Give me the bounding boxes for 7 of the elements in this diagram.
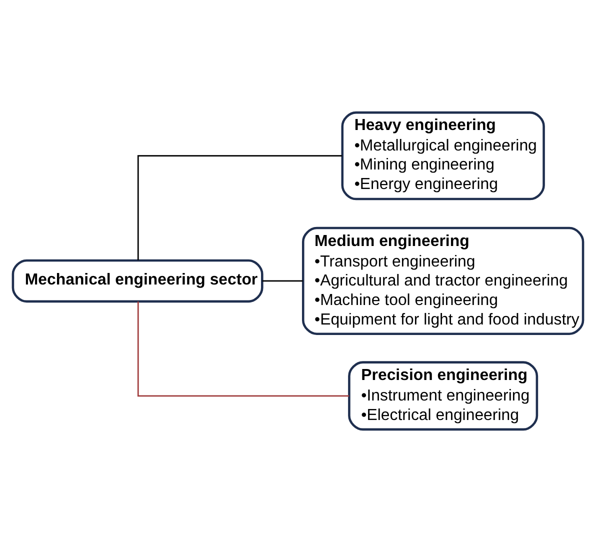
node-box: Heavy engineering •Metallurgical engineering •Mining engineering •Energy engineering (341, 110, 545, 200)
connector (137, 301, 350, 396)
connector (262, 280, 303, 282)
node-box: Medium engineering •Transport engineering •Agricultural and tractor engineering •Machine tool engineering •Equipment for light and food industry (302, 226, 584, 334)
node-box: Mechanical engineering sector (12, 258, 264, 302)
node-box: Precision engineering •Instrument engineering •Electrical engineering (348, 360, 538, 430)
connector (137, 154, 342, 260)
